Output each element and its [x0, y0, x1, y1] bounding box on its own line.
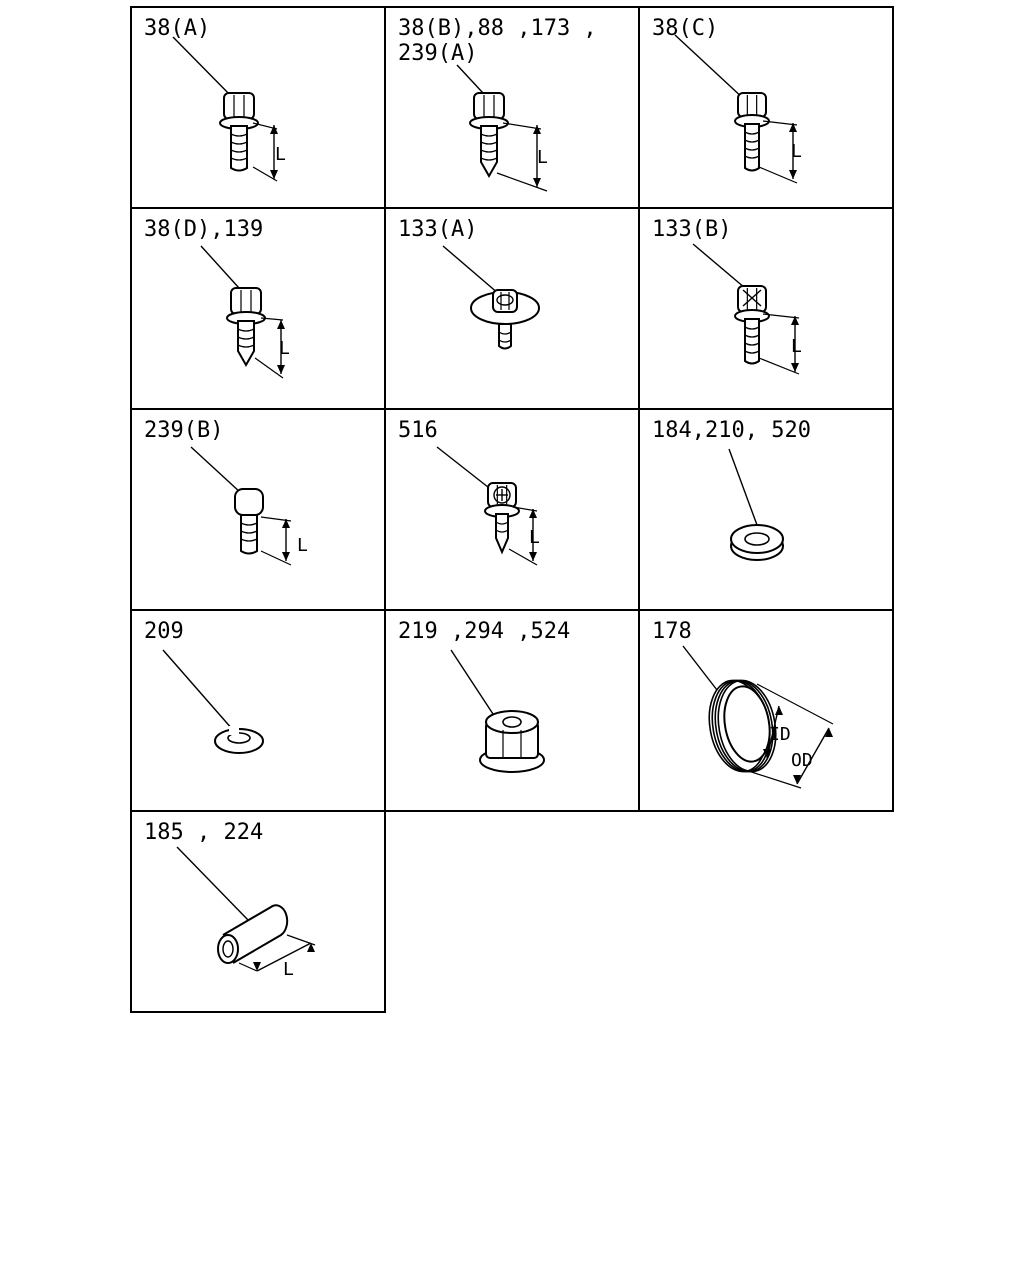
- part-number-label: 178: [652, 619, 692, 644]
- flange-nut-drawing: [450, 649, 545, 773]
- dimension-label: L: [791, 336, 802, 357]
- part-number-label: 219 ,294 ,524: [398, 619, 570, 644]
- dimension-label: L: [791, 141, 802, 162]
- part-cell-38a: 38(A) L: [144, 16, 286, 182]
- part-number-label: 516: [398, 418, 438, 443]
- flange-bolt-drawing: L: [674, 34, 802, 184]
- cap-bolt-drawing: L: [190, 446, 308, 566]
- dimension-label: L: [537, 147, 548, 168]
- part-cell-133b: 133(B) L: [652, 217, 802, 375]
- tapping-bolt-drawing: L: [456, 64, 548, 192]
- part-number-label: 239(B): [144, 418, 223, 443]
- flat-washer-drawing: [728, 448, 784, 561]
- part-cell-133a: 133(A): [398, 217, 540, 350]
- dimension-label: L: [279, 338, 290, 359]
- dimension-label: L: [529, 527, 540, 548]
- part-number-label: 38(B),88 ,173 ,: [398, 16, 597, 41]
- part-cell-38b: 38(B),88 ,173 ,239(A) L: [398, 16, 597, 192]
- circlip-drawing: [162, 649, 264, 754]
- dimension-label: ID: [769, 724, 791, 745]
- part-cell-239b: 239(B) L: [144, 418, 308, 566]
- part-cell-219: 219 ,294 ,524: [398, 619, 570, 773]
- dimension-label: L: [275, 144, 286, 165]
- table-grid: [130, 6, 894, 1013]
- collar-drawing: L: [176, 846, 316, 980]
- part-cell-184: 184,210, 520: [652, 418, 811, 561]
- part-number-label: 185 , 224: [144, 820, 263, 845]
- flange-bolt-tapered-drawing: L: [200, 245, 290, 379]
- plus-head-tapping-bolt-drawing: L: [436, 446, 540, 566]
- dimension-label: L: [297, 535, 308, 556]
- part-number-label: 38(D),139: [144, 217, 263, 242]
- part-cell-frame: [130, 810, 386, 1013]
- cross-head-bolt-drawing: L: [692, 243, 802, 375]
- hex-bolt-drawing: L: [172, 36, 286, 182]
- part-number-label: 133(A): [398, 217, 477, 242]
- part-number-label: 38(C): [652, 16, 718, 41]
- dimension-label: OD: [791, 750, 813, 771]
- part-cell-frame: [638, 609, 894, 812]
- part-cell-209: 209: [144, 619, 264, 754]
- part-number-label: 133(B): [652, 217, 731, 242]
- part-number-label: 239(A): [398, 41, 477, 66]
- part-number-label: 209: [144, 619, 184, 644]
- part-number-label: 38(A): [144, 16, 210, 41]
- part-number-label: 184,210, 520: [652, 418, 811, 443]
- part-cell-38c: 38(C) L: [652, 16, 802, 184]
- dimension-label: L: [283, 959, 294, 980]
- washer-screw-drawing: [442, 245, 540, 350]
